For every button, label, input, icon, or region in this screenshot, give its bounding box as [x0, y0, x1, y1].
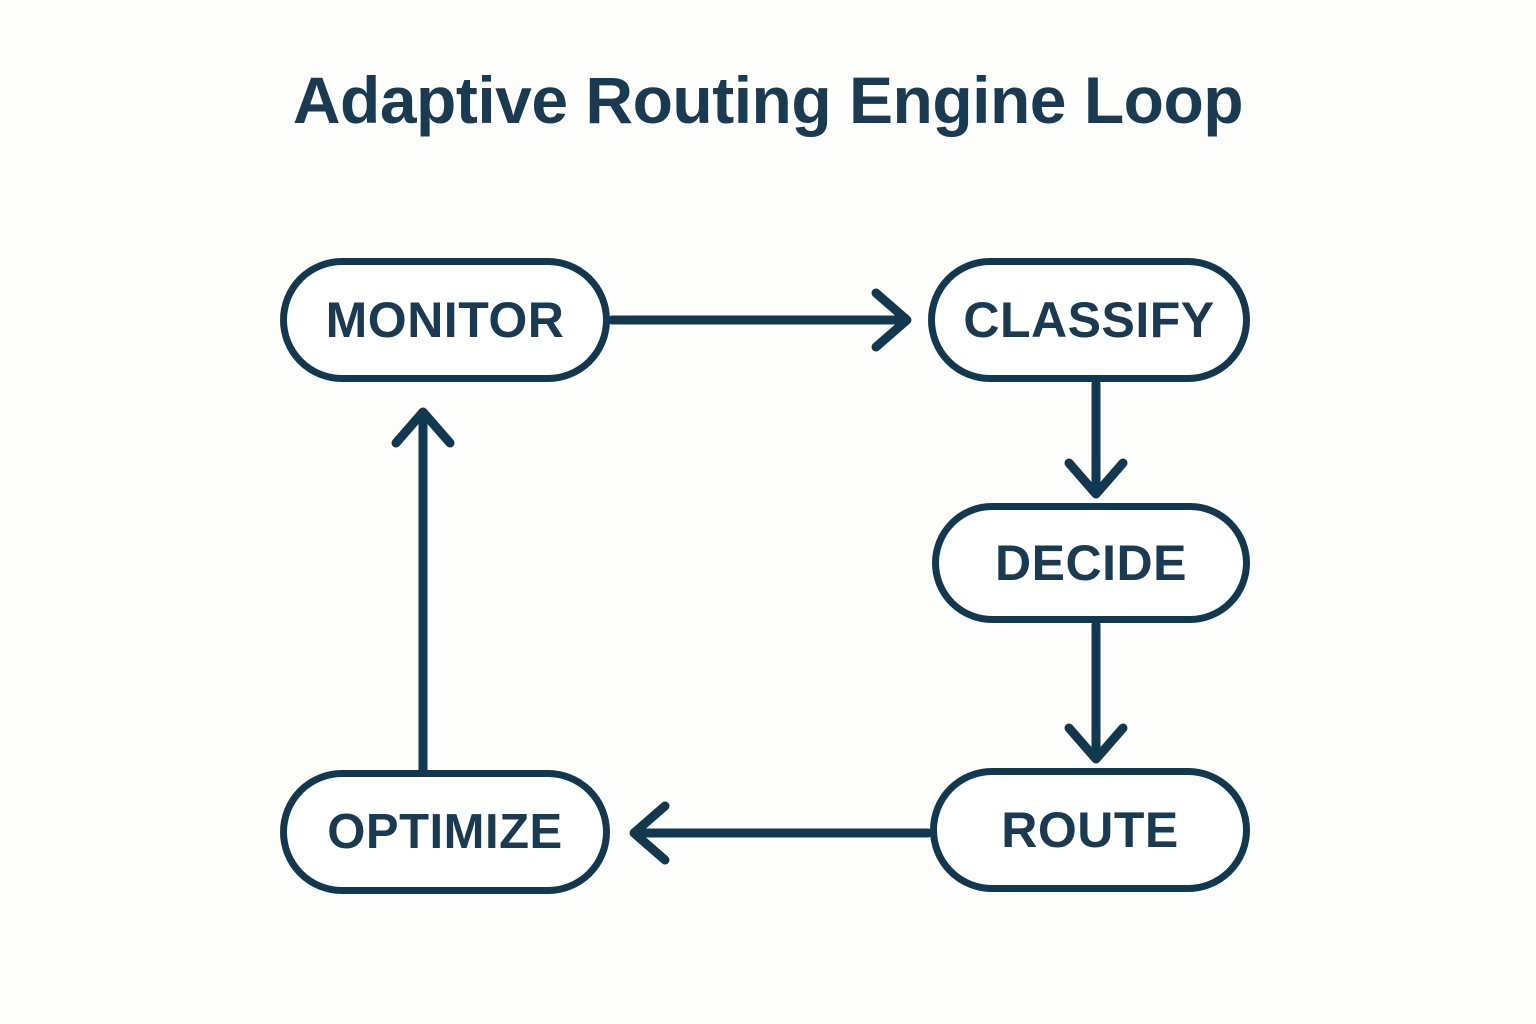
node-monitor-label: MONITOR — [325, 292, 565, 348]
arrowhead-up-icon — [391, 407, 455, 448]
node-decide-label: DECIDE — [995, 535, 1187, 591]
edge-monitor-to-classify — [607, 288, 912, 352]
edge-decide-to-route — [1064, 620, 1128, 764]
node-classify-label: CLASSIFY — [963, 292, 1215, 348]
arrowhead-down-icon — [1064, 458, 1128, 499]
node-monitor[interactable]: MONITOR — [280, 258, 610, 382]
arrowhead-right-icon — [871, 288, 912, 352]
node-route-label: ROUTE — [1001, 802, 1179, 858]
node-route[interactable]: ROUTE — [930, 768, 1250, 892]
edge-classify-to-decide — [1064, 379, 1128, 499]
node-optimize[interactable]: OPTIMIZE — [280, 770, 610, 894]
arrowhead-down-icon — [1064, 723, 1128, 764]
arrowhead-left-icon — [629, 801, 670, 865]
node-decide[interactable]: DECIDE — [932, 503, 1250, 623]
edge-optimize-to-monitor — [391, 407, 455, 777]
node-optimize-label: OPTIMIZE — [327, 804, 563, 859]
node-classify[interactable]: CLASSIFY — [928, 258, 1250, 382]
edge-route-to-optimize — [629, 801, 933, 865]
page-title: Adaptive Routing Engine Loop — [292, 63, 1244, 137]
